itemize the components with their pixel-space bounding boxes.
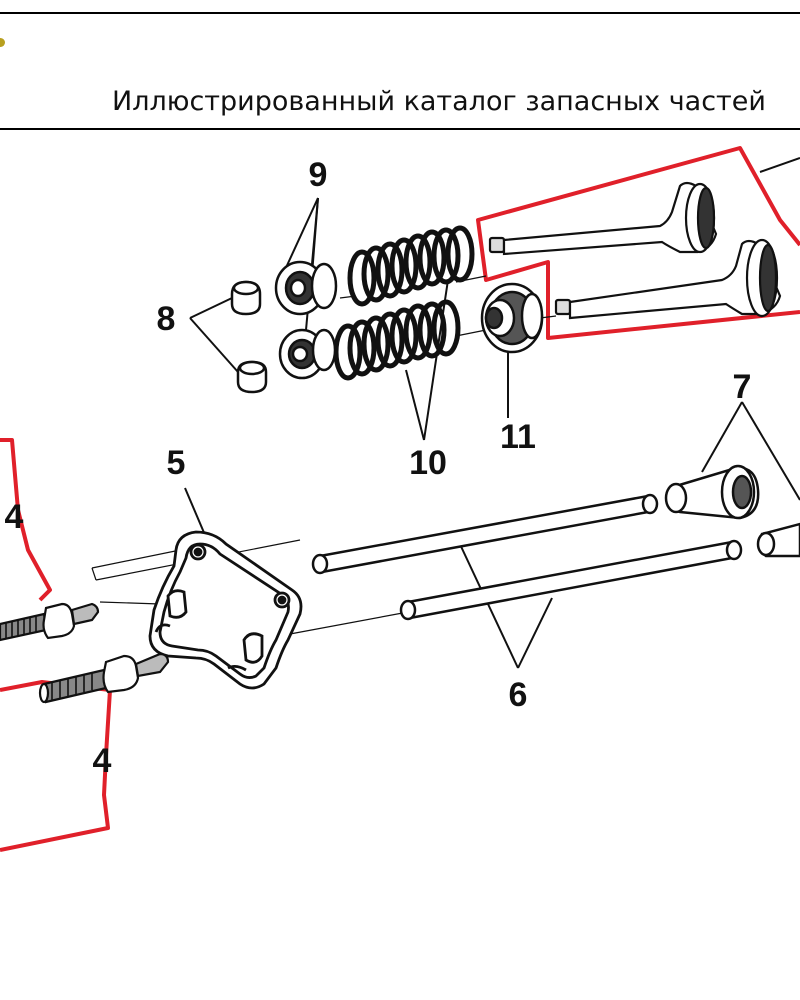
page-title: Иллюстрированный каталог запасных частей [112,86,766,117]
highlight-valves [476,146,800,340]
callout-9: 9 [309,156,328,194]
top-rule [0,12,800,14]
valve-upper [488,181,718,256]
callout-7: 7 [733,368,752,406]
studs [0,602,170,704]
leader-lines [184,157,800,669]
highlight-outlines [0,146,800,852]
callout-8: 8 [157,300,176,338]
callout-6: 6 [509,676,528,714]
highlight-stud-upper [0,438,52,602]
push-rods [311,493,743,621]
tappets [664,464,800,558]
callout-4-upper: 4 [5,498,24,536]
valve-springs [333,225,475,381]
valve-lower [554,238,782,320]
mounting-bracket [148,530,303,690]
highlight-stud-lower [0,680,112,852]
callout-11: 11 [500,418,536,456]
valve-stem-seal [480,282,544,354]
spring-retainers [274,260,338,380]
logo-mark [0,38,5,47]
callout-5: 5 [167,444,186,482]
callout-labels: 9 8 10 11 7 5 4 6 4 [5,156,752,780]
callout-10: 10 [409,444,447,482]
valve-keepers [230,280,268,394]
callout-4-lower: 4 [93,742,112,780]
header-rule [0,128,800,130]
